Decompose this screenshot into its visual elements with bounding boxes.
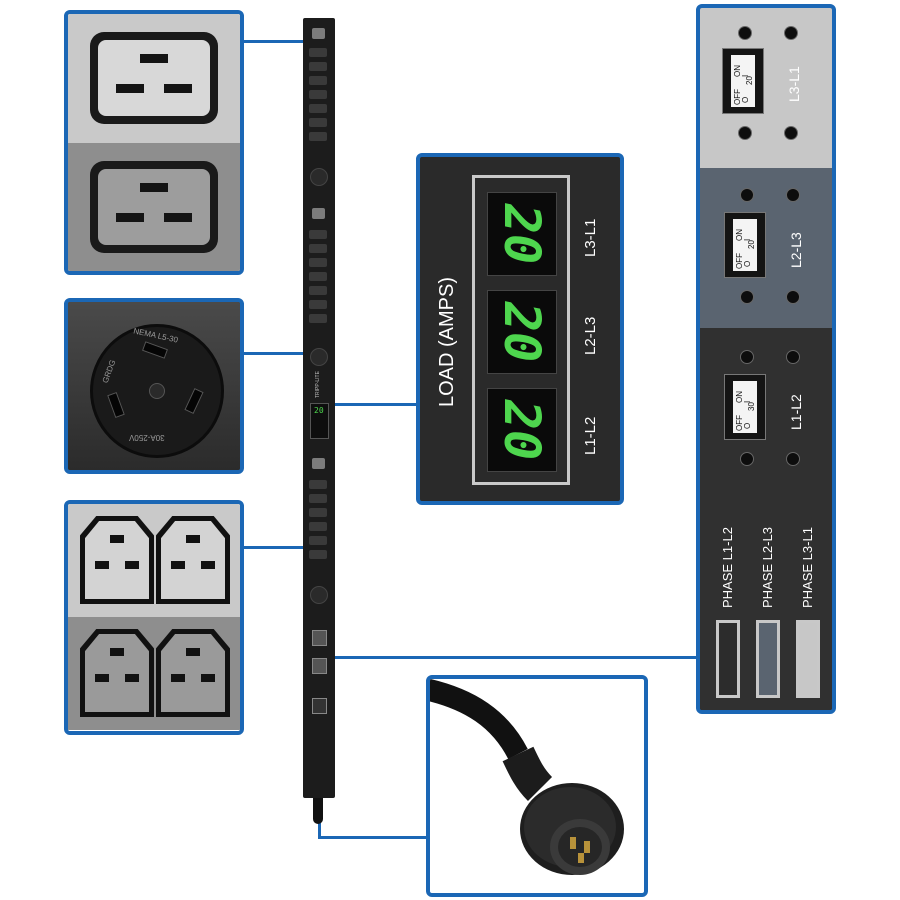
switch-rating: 20 — [747, 240, 756, 249]
nema-rating-label: NEMA L5-30 — [132, 326, 179, 345]
breaker-section-l2-l3: ON I 20 OFF O L2-L3 — [700, 168, 832, 328]
breaker-panel: ON I 20 OFF O L3-L1 ON I 20 OFF O L2-L3 — [696, 4, 836, 714]
switch-off-mark: O — [743, 422, 752, 429]
load-phase-label-l1-l2: L1-L2 — [582, 416, 599, 455]
load-display-l3-l1: 20 — [487, 192, 557, 276]
load-display-frame: 20 20 20 — [472, 175, 570, 485]
switch-off-mark: O — [741, 96, 750, 103]
c13-outlet-panel — [64, 500, 244, 735]
load-phase-label-l2-l3: L2-L3 — [582, 316, 599, 355]
breaker-switch-l3-l1[interactable]: ON I 20 OFF O — [722, 48, 764, 114]
connector-line-c19 — [244, 40, 306, 43]
switch-rating: 30 — [747, 402, 756, 411]
phase-label-l3-l1: PHASE L3-L1 — [800, 527, 815, 608]
power-cord-panel — [426, 675, 648, 897]
phase-swatch-l1-l2 — [716, 620, 740, 698]
phase-label-l2-l3: PHASE L2-L3 — [760, 527, 775, 608]
pdu-breaker[interactable] — [312, 630, 327, 646]
load-display-l1-l2: 20 — [487, 388, 557, 472]
phase-swatch-l3-l1 — [796, 620, 820, 698]
pdu-display-value: 20 — [314, 406, 324, 415]
c19-outlet-panel — [64, 10, 244, 275]
load-value-l2-l3: 20 — [493, 301, 551, 363]
c19-outlet — [312, 28, 325, 39]
breaker-switch-l1-l2[interactable]: ON I 30 OFF O — [724, 374, 766, 440]
twist-lock-plug-image — [430, 679, 624, 875]
pdu-cord — [313, 798, 323, 824]
breaker-section-l3-l1: ON I 20 OFF O L3-L1 — [700, 8, 832, 168]
connector-line-nema — [244, 352, 306, 355]
breaker-label-l2-l3: L2-L3 — [788, 232, 804, 268]
load-display-panel: LOAD (AMPS) 20 20 20 L3-L1 L2-L3 L1-L2 — [416, 153, 624, 505]
phase-swatch-l2-l3 — [756, 620, 780, 698]
connector-line-c13 — [244, 546, 306, 549]
load-phase-label-l3-l1: L3-L1 — [582, 218, 599, 257]
nema-voltage-label: 30A-250V — [129, 433, 165, 442]
nema-l5-30-plug: NEMA L5-30 30A-250V GRDG — [90, 324, 224, 458]
pdu-load-display: 20 — [310, 403, 329, 439]
breaker-label-l1-l2: L1-L2 — [788, 394, 804, 430]
connector-line-load — [334, 403, 418, 406]
connector-line-cord-h — [318, 836, 428, 839]
load-value-l3-l1: 20 — [493, 203, 551, 265]
breaker-label-l3-l1: L3-L1 — [786, 66, 802, 102]
load-value-l1-l2: 20 — [493, 399, 551, 461]
pdu-strip: 20 TRIPP-LITE — [303, 18, 335, 824]
breaker-switch-l2-l3[interactable]: ON I 20 OFF O — [724, 212, 766, 278]
switch-rating: 20 — [745, 76, 754, 85]
phase-label-l1-l2: PHASE L1-L2 — [720, 527, 735, 608]
nema-ground-label: GRDG — [100, 358, 118, 385]
connector-line-breaker — [334, 656, 698, 659]
pdu-brand-label: TRIPP-LITE — [315, 371, 321, 398]
nema-plug-panel: NEMA L5-30 30A-250V GRDG — [64, 298, 244, 474]
breaker-knob — [310, 168, 328, 186]
load-display-l2-l3: 20 — [487, 290, 557, 374]
load-panel-title: LOAD (AMPS) — [436, 276, 458, 407]
switch-off-mark: O — [743, 260, 752, 267]
